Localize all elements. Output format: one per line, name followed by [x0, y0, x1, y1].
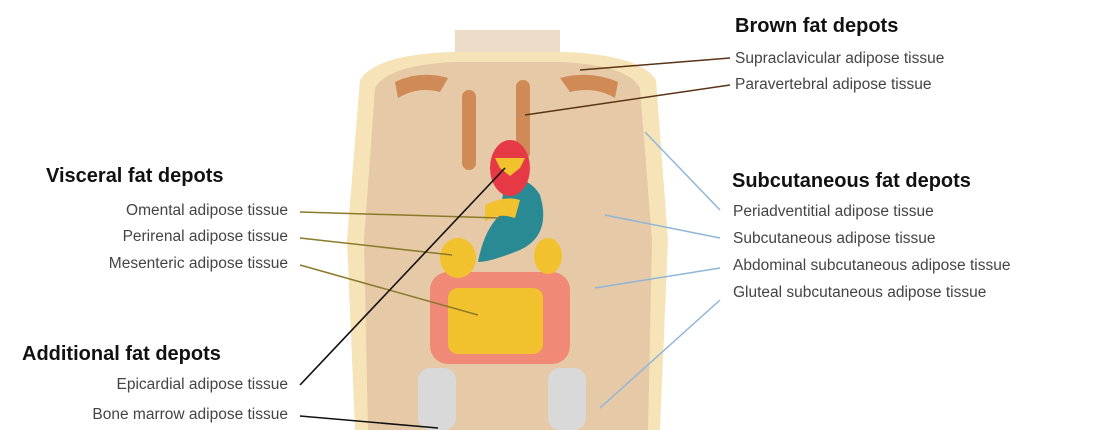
supraclavicular-label: Supraclavicular adipose tissue	[735, 50, 944, 68]
additional-heading: Additional fat depots	[22, 343, 221, 366]
bone-left	[418, 368, 456, 430]
perirenal-fat-left	[440, 238, 476, 278]
mesenteric-label: Mesenteric adipose tissue	[109, 255, 288, 273]
subcutaneous-heading: Subcutaneous fat depots	[732, 170, 971, 193]
visceral-heading: Visceral fat depots	[46, 165, 223, 188]
mesenteric-fat	[448, 288, 543, 354]
abdominal-subcutaneous-label: Abdominal subcutaneous adipose tissue	[733, 257, 1010, 275]
epicardial-label: Epicardial adipose tissue	[117, 376, 288, 394]
omental-label: Omental adipose tissue	[126, 202, 288, 220]
brown-heading: Brown fat depots	[735, 15, 898, 38]
gluteal-subcutaneous-label: Gluteal subcutaneous adipose tissue	[733, 284, 986, 302]
bone-marrow-label: Bone marrow adipose tissue	[92, 406, 288, 424]
periadventitial-label: Periadventitial adipose tissue	[733, 203, 934, 221]
perirenal-fat-right	[534, 238, 562, 274]
subcutaneous-label: Subcutaneous adipose tissue	[733, 230, 936, 248]
paravertebral-label: Paravertebral adipose tissue	[735, 76, 931, 94]
paravertebral-brown-fat-left	[462, 90, 476, 170]
bone-right	[548, 368, 586, 430]
perirenal-label: Perirenal adipose tissue	[123, 228, 288, 246]
